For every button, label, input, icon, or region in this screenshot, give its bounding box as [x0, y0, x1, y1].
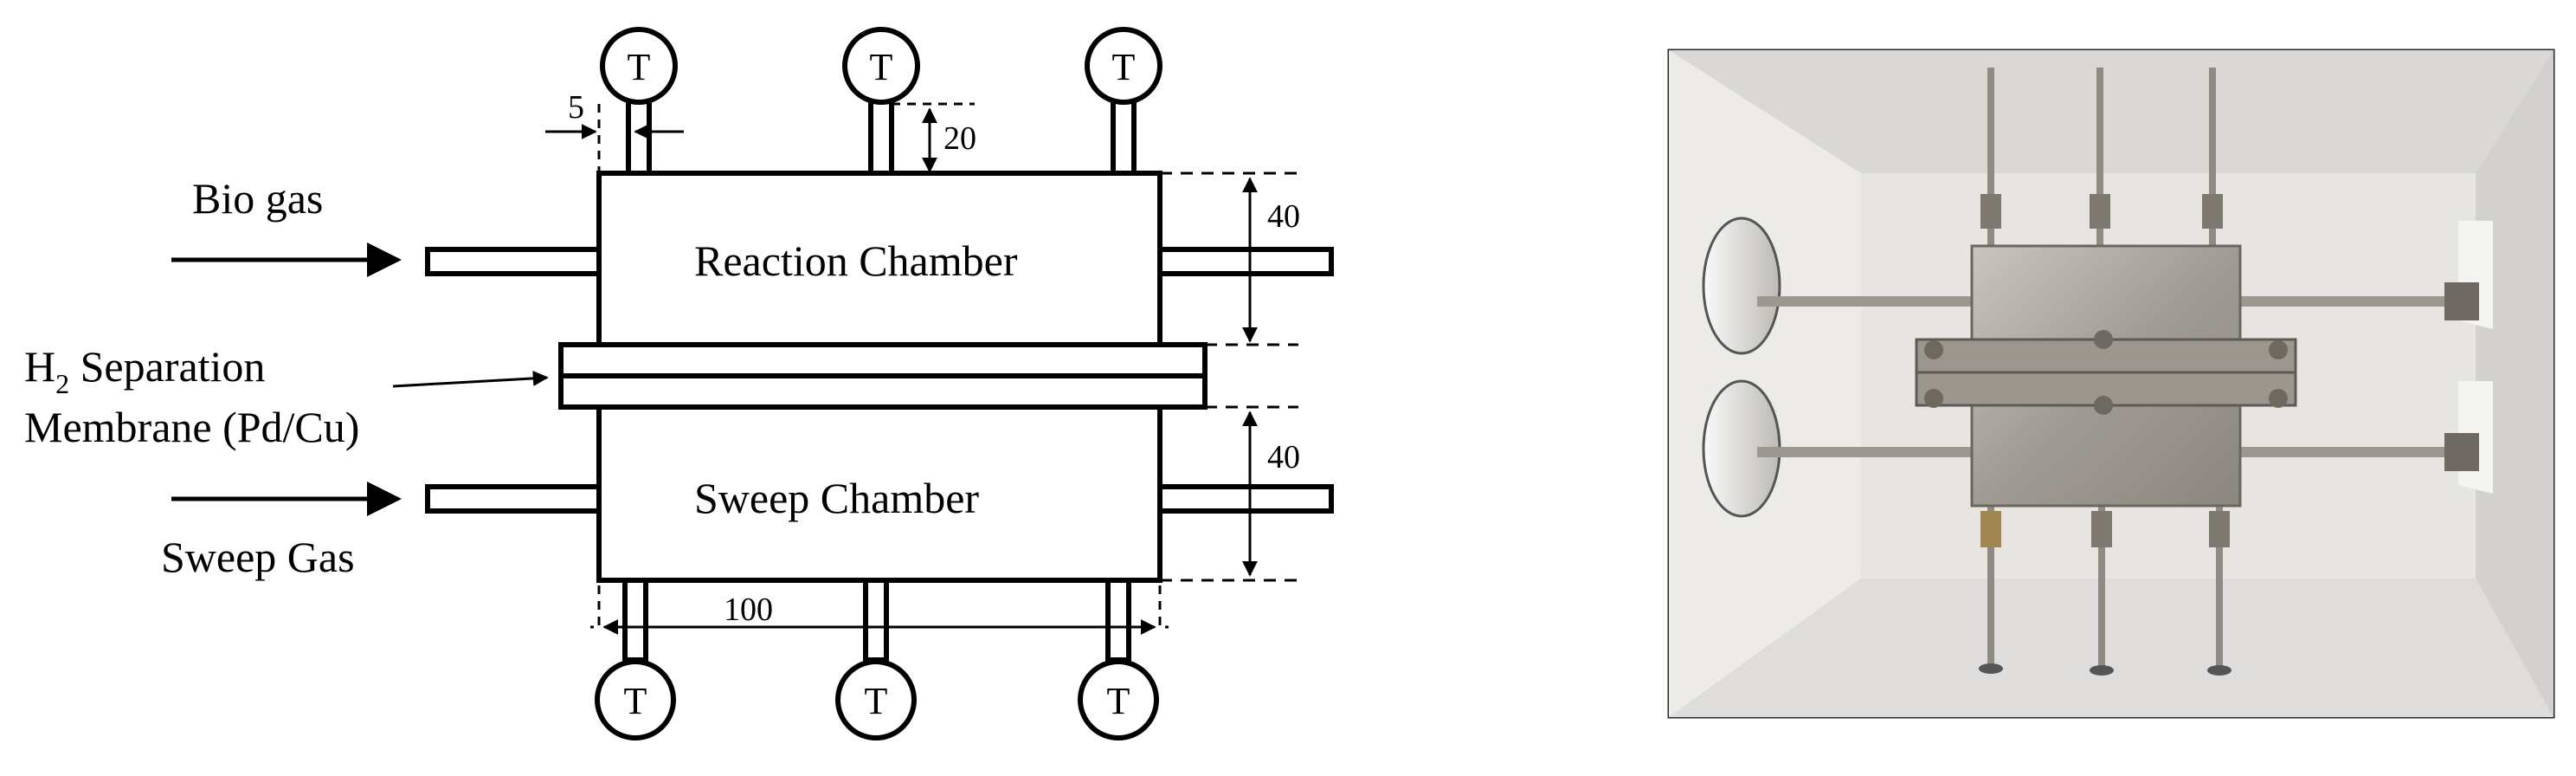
sweep-gas-inlet-tube — [425, 484, 602, 514]
photo-fitting — [2090, 194, 2110, 229]
photo-fitting — [2444, 282, 2479, 320]
dim-5-label: 5 — [568, 89, 584, 126]
thermocouple-letter: T — [1112, 46, 1136, 88]
photo-floor — [1669, 579, 2553, 717]
schematic — [425, 27, 1334, 740]
photo-port-hole — [1702, 217, 1781, 355]
photo-ceiling — [1669, 50, 2553, 173]
photo-rod — [1987, 68, 1994, 249]
photo-bolt — [2094, 330, 2113, 349]
membrane-label-line2: Membrane (Pd/Cu) — [24, 403, 359, 451]
thermocouple-letter: T — [870, 46, 893, 88]
photo-left-wall — [1669, 50, 1861, 717]
photo-rod — [1757, 447, 1972, 457]
dim-100-label: 100 — [724, 592, 773, 628]
photo-rod — [2240, 296, 2448, 307]
dim-40-sweep-label: 40 — [1267, 439, 1300, 475]
diagram-labels: Bio gas Sweep Gas H2 Separation Membrane… — [24, 46, 1300, 722]
photo-rod — [2240, 447, 2448, 457]
thermocouple-stem-bottom-1 — [622, 578, 648, 663]
photo-rod — [1757, 296, 1972, 307]
membrane-pointer-icon — [392, 370, 549, 388]
photo-rod — [2096, 68, 2103, 249]
photo-floor-hole — [1979, 663, 2003, 674]
sweep-chamber-label: Sweep Chamber — [694, 474, 979, 522]
photo-rod — [1987, 506, 1994, 670]
photo-floor-hole — [2090, 665, 2114, 676]
thermocouple-icon — [1078, 659, 1159, 740]
dim-40-reaction-label: 40 — [1267, 198, 1300, 235]
thermocouple-letter: T — [628, 46, 651, 88]
thermocouple-stem-top-3 — [1111, 98, 1137, 176]
thermocouple-icon — [1085, 27, 1162, 105]
thermocouple-stem-bottom-2 — [863, 578, 889, 663]
dim-100-left-guide — [590, 585, 601, 629]
photo-floor-hole — [2207, 665, 2231, 676]
thermocouple-stem-top-2 — [868, 98, 894, 176]
photo-bolt — [2269, 389, 2288, 408]
photo-rod — [2216, 506, 2223, 670]
photo-fitting — [2202, 194, 2223, 229]
dim-100-right-guide — [1158, 585, 1169, 629]
photo-fitting — [1980, 194, 2001, 229]
thermocouple-stem-top-1 — [626, 98, 652, 176]
photo-fitting — [2444, 433, 2479, 471]
thermocouple-letter: T — [865, 680, 888, 722]
flow-arrows — [171, 242, 549, 516]
sweep-outlet-tube — [1157, 484, 1334, 514]
photo-fitting — [2091, 511, 2112, 547]
photo-bolt — [2269, 340, 2288, 359]
reactor-photo — [1667, 48, 2555, 719]
thermocouple-icon — [835, 659, 917, 740]
thermocouple-icon — [595, 659, 676, 740]
dim-20-label: 20 — [943, 120, 976, 157]
sweep-gas-label: Sweep Gas — [161, 533, 355, 581]
thermocouple-icon — [600, 27, 678, 105]
thermocouple-letter: T — [1107, 680, 1130, 722]
bio-gas-label: Bio gas — [192, 174, 323, 223]
thermocouple-icon — [842, 27, 920, 105]
dimension-lines — [545, 102, 1298, 635]
reaction-outlet-tube — [1157, 247, 1334, 276]
thermocouple-stem-bottom-3 — [1105, 578, 1131, 663]
photo-rod — [2098, 506, 2105, 670]
thermocouple-letter: T — [624, 680, 647, 722]
photo-rod — [2209, 68, 2216, 249]
reaction-chamber-label: Reaction Chamber — [694, 236, 1018, 285]
photo-bolt — [1924, 340, 1943, 359]
photo-fitting — [2209, 511, 2230, 547]
photo-bolt — [2094, 396, 2113, 415]
membrane-label-line1: H2 Separation — [24, 342, 265, 399]
photo-right-wall — [2476, 50, 2553, 717]
photo-bolt — [1924, 389, 1943, 408]
bio-gas-inlet-tube — [425, 247, 602, 276]
photo-fitting — [1980, 511, 2001, 547]
